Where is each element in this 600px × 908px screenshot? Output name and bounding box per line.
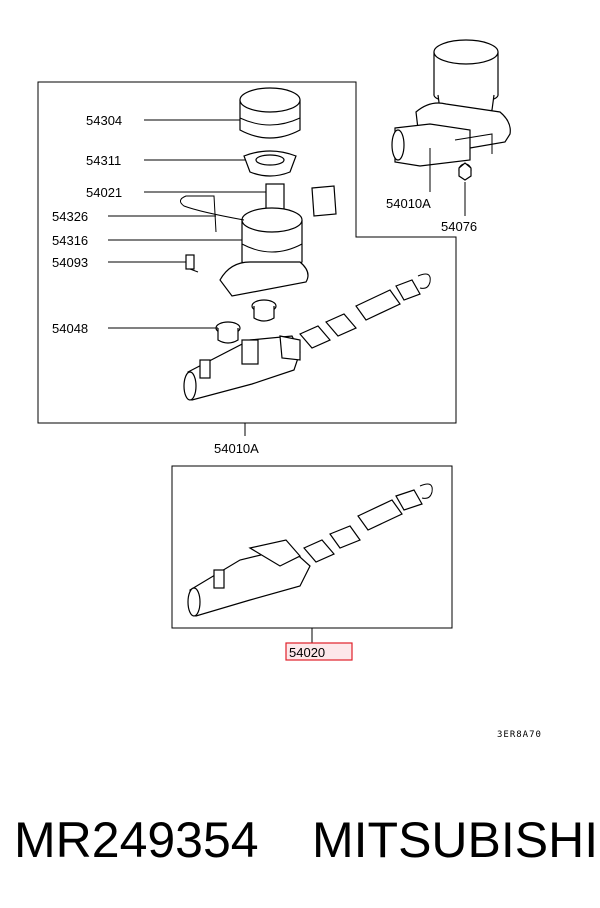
reservoir-drawing <box>219 207 309 297</box>
float-drawing <box>265 183 285 211</box>
piston-springs-drawing <box>299 273 431 349</box>
callout-54311: 54311 <box>86 153 121 168</box>
master-cylinder-inset-drawing <box>391 39 511 181</box>
grommets-drawing <box>215 299 277 344</box>
assembly-frame-upper <box>37 81 457 424</box>
reservoir-cap-drawing <box>239 87 301 139</box>
callout-54304: 54304 <box>86 113 122 128</box>
callout-54020: 54020 <box>289 645 325 660</box>
callout-54010A-inset: 54010A <box>386 196 431 211</box>
callout-54010A-assembly: 54010A <box>214 441 259 456</box>
callout-54021: 54021 <box>86 185 122 200</box>
callout-54076: 54076 <box>441 219 477 234</box>
drawing-code: 3ER8A70 <box>497 730 542 740</box>
part-number: MR249354 <box>14 812 259 868</box>
callout-54048: 54048 <box>52 321 88 336</box>
reservoir-seal-drawing <box>243 150 297 177</box>
callout-54316: 54316 <box>52 233 88 248</box>
piston-kit-drawing <box>187 483 433 617</box>
hose-drawing <box>180 185 337 233</box>
brand-name: MITSUBISHI <box>312 812 599 868</box>
callout-54326: 54326 <box>52 209 88 224</box>
highlight-box-54020 <box>285 642 353 661</box>
bolt-drawing <box>185 254 199 273</box>
cylinder-body-drawing <box>183 335 301 401</box>
callout-54093: 54093 <box>52 255 88 270</box>
